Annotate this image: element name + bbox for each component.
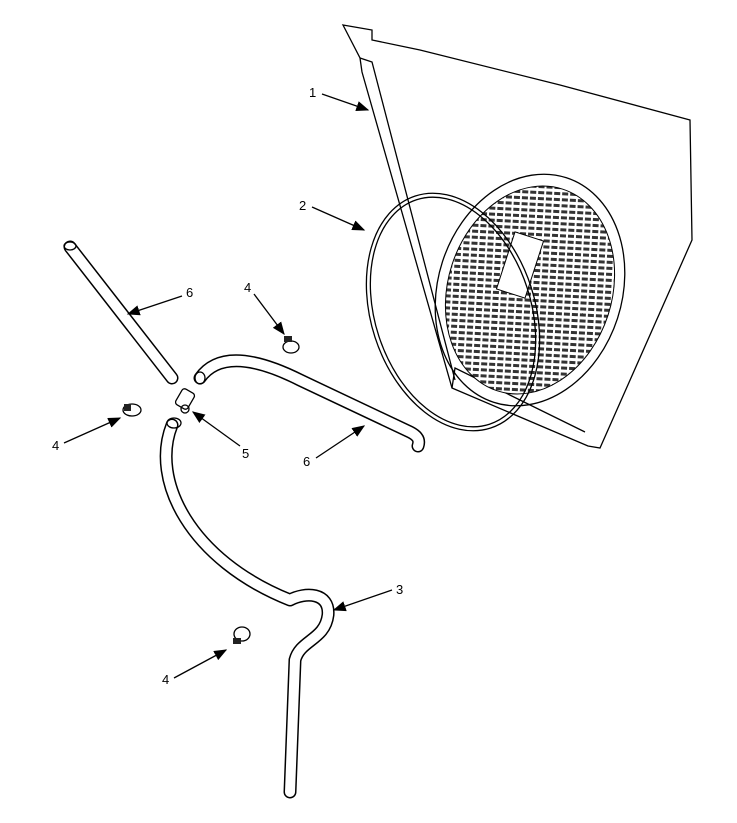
- callout-6-right: 6: [303, 454, 310, 469]
- callout-4-left: 4: [52, 438, 59, 453]
- right-hose: [193, 354, 426, 453]
- upper-hose: [63, 240, 179, 385]
- callout-6-upper: 6: [186, 285, 193, 300]
- callout-4-top: 4: [244, 280, 251, 295]
- callout-4-bottom: 4: [162, 672, 169, 687]
- callout-2: 2: [299, 198, 306, 213]
- hose-clamp-bottom: [233, 626, 251, 644]
- tee-fitting: [174, 388, 196, 414]
- hose-clamp-left: [122, 403, 142, 417]
- fan-grille: [434, 173, 626, 407]
- hose-clamp-top: [282, 336, 300, 354]
- leader-lines: [63, 93, 393, 679]
- callout-3: 3: [396, 582, 403, 597]
- callout-5: 5: [242, 446, 249, 461]
- fan-shroud-panel: [341, 24, 693, 449]
- seal-ring: [365, 192, 541, 432]
- lower-hose: [159, 417, 335, 799]
- callout-1: 1: [309, 85, 316, 100]
